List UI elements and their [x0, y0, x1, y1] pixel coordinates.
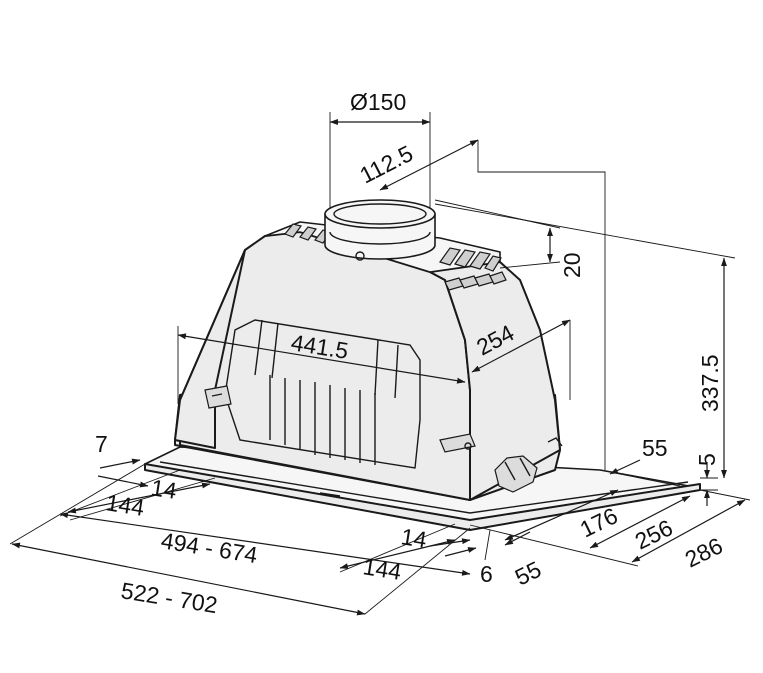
dim-depth-frame: 286: [681, 532, 727, 572]
dim-frame-width: 522 - 702: [119, 577, 219, 618]
left-bracket: [204, 385, 232, 409]
dim-duct-diameter: Ø150: [350, 89, 406, 115]
dim-left-gap: 7: [95, 431, 108, 457]
dim-right-side-2: 144: [361, 553, 403, 585]
duct-spigot: [324, 199, 436, 261]
dim-rear-offset: 55: [642, 435, 668, 461]
right-latch: [439, 433, 563, 493]
dim-duct-height: 20: [559, 252, 585, 278]
dim-duct-offset: 112.5: [355, 140, 417, 189]
dim-left-side-2: 144: [104, 489, 146, 521]
dimension-lines: [9, 112, 751, 616]
dim-total-height: 337.5: [697, 354, 723, 412]
dim-front-offset: 55: [511, 556, 545, 591]
dim-frame-thickness: 5: [694, 453, 720, 466]
dim-cutout-width: 494 - 674: [159, 527, 259, 568]
dim-right-gap: 6: [480, 561, 493, 587]
dim-left-side-1: 14: [149, 474, 179, 504]
dim-depth-body: 256: [631, 514, 677, 554]
top-vent-ribs: [284, 223, 507, 291]
dim-right-side-1: 14: [399, 523, 429, 553]
